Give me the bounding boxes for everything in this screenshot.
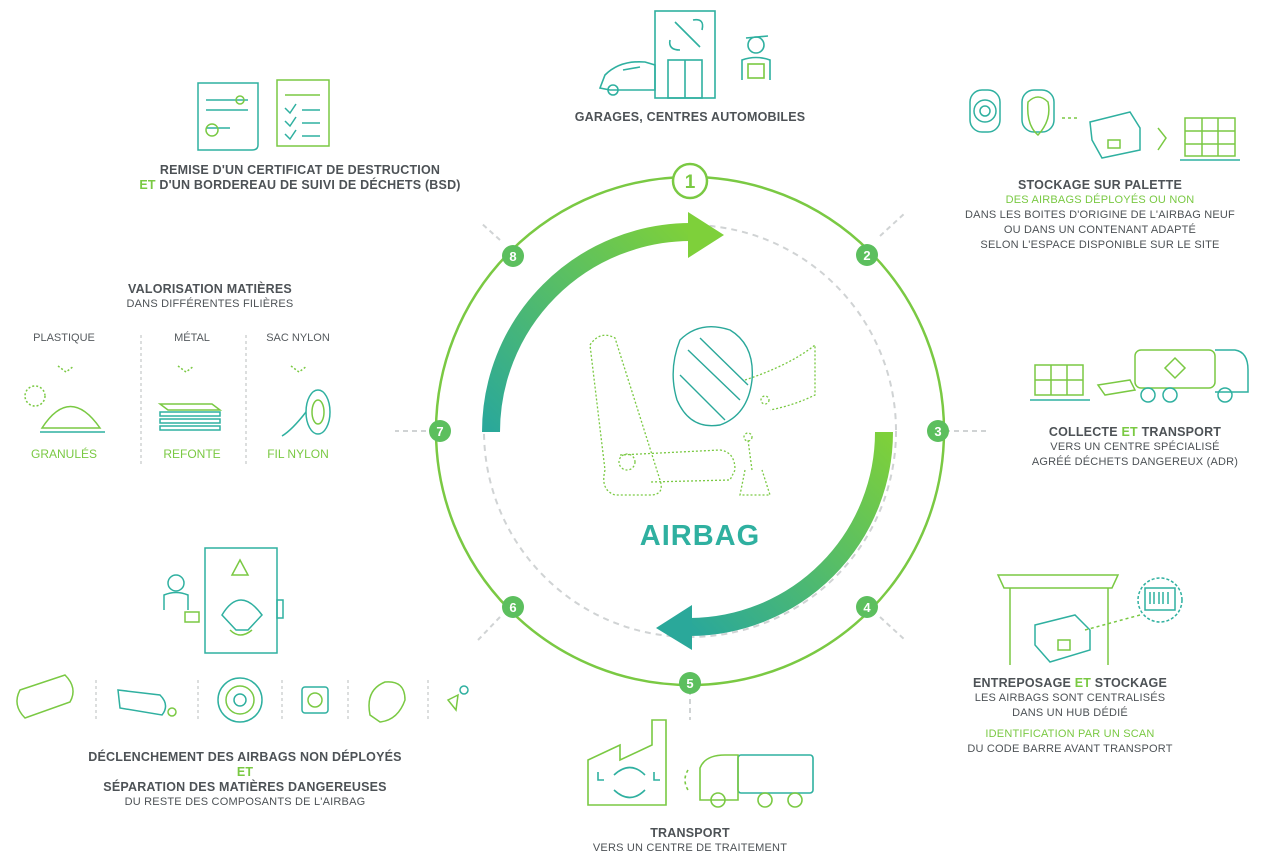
step-5-line: VERS UN CENTRE DE TRAITEMENT xyxy=(592,842,788,854)
step-4-number: 4 xyxy=(863,600,871,615)
step-7-number: 7 xyxy=(436,424,443,439)
material-metal-result: REFONTE xyxy=(163,447,221,461)
step-4-label: ENTREPOSAGE ET STOCKAGE LES AIRBAGS SONT… xyxy=(935,676,1205,757)
step-5-title: TRANSPORT xyxy=(650,826,730,840)
warehouse-icon xyxy=(996,574,1141,665)
step-1-number: 1 xyxy=(685,172,696,193)
step-3-badge xyxy=(927,420,949,442)
components-icon xyxy=(16,674,469,723)
step-3-title-a: COLLECTE xyxy=(1048,425,1118,439)
truck-icon-step5 xyxy=(684,754,814,808)
step-4-line-after: DU CODE BARRE AVANT TRANSPORT xyxy=(967,743,1173,755)
step-4-title-b: STOCKAGE xyxy=(1094,676,1168,690)
step-2-line-1: DANS LES BOITES D'ORIGINE DE L'AIRBAG NE… xyxy=(965,209,1235,221)
step-5-number: 5 xyxy=(686,676,693,691)
step-7-line: DANS DIFFÉRENTES FILIÈRES xyxy=(126,298,294,310)
material-plastique-result: GRANULÉS xyxy=(30,447,98,461)
step-8-badge xyxy=(502,245,524,267)
step-7-title: VALORISATION MATIÈRES xyxy=(128,282,292,296)
step-7-badge xyxy=(429,420,451,442)
step-2-title: STOCKAGE SUR PALETTE xyxy=(1018,178,1182,192)
arrow-top-arc xyxy=(482,223,691,433)
step-1-label: GARAGES, CENTRES AUTOMOBILES xyxy=(530,110,850,125)
arrow-bottom-head xyxy=(656,605,692,650)
step-3-line-1: VERS UN CENTRE SPÉCIALISÉ xyxy=(1050,441,1220,453)
step-6-badge xyxy=(502,596,524,618)
factory-icon xyxy=(587,719,667,806)
material-nylon-result: FIL NYLON xyxy=(267,447,329,461)
step-6-number: 6 xyxy=(509,600,516,615)
step-4-highlight: IDENTIFICATION PAR UN SCAN xyxy=(985,728,1155,740)
step-6-title: DÉCLENCHEMENT DES AIRBAGS NON DÉPLOYÉS xyxy=(88,750,402,764)
step-1-badge xyxy=(671,162,709,200)
detonation-icon xyxy=(163,547,284,654)
metal-sheets-icon xyxy=(157,403,223,431)
step-3-label: COLLECTE ET TRANSPORT VERS UN CENTRE SPÉ… xyxy=(1000,425,1270,470)
garage-icon xyxy=(654,10,716,99)
step-4-badge xyxy=(856,596,878,618)
step-8-title-1: REMISE D'UN CERTIFICAT DE DESTRUCTION xyxy=(159,163,441,177)
step-3-number: 3 xyxy=(934,424,941,439)
step-3-line-2: AGRÉÉ DÉCHETS DANGEREUX (ADR) xyxy=(1031,456,1239,468)
step-2-line-3: SELON L'ESPACE DISPONIBLE SUR LE SITE xyxy=(980,239,1220,251)
nylon-spool-icon xyxy=(281,389,331,437)
step-4-title-et: ET xyxy=(1074,676,1092,690)
arrow-bottom-arc xyxy=(689,431,893,636)
material-nylon-source: SAC NYLON xyxy=(266,332,330,344)
certificate-icon xyxy=(197,82,259,151)
airbag-center-icon xyxy=(672,326,754,427)
step-5-label: TRANSPORT VERS UN CENTRE DE TRAITEMENT xyxy=(560,826,820,856)
step-badges: 1 2 3 4 5 6 7 8 xyxy=(429,162,949,694)
step-8-et: ET xyxy=(139,178,156,192)
step-3-title-b: TRANSPORT xyxy=(1141,425,1222,439)
step-2-label: STOCKAGE SUR PALETTE DES AIRBAGS DÉPLOYÉ… xyxy=(930,178,1270,253)
center-title: AIRBAG xyxy=(639,520,761,552)
step-3-title-et: ET xyxy=(1121,425,1138,439)
step-8-title-2: D'UN BORDEREAU DE SUIVI DE DÉCHETS (BSD) xyxy=(159,178,461,192)
step-4-line-1: LES AIRBAGS SONT CENTRALISÉS xyxy=(974,692,1166,704)
car-seat-icon xyxy=(589,334,816,496)
step-8-number: 8 xyxy=(509,249,516,264)
arrow-top-head xyxy=(688,212,724,258)
step-4-title-a: ENTREPOSAGE xyxy=(972,676,1072,690)
step-8-label: REMISE D'UN CERTIFICAT DE DESTRUCTION ET… xyxy=(80,163,520,193)
connector-ticks xyxy=(395,212,990,720)
step-2-highlight: DES AIRBAGS DÉPLOYÉS OU NON xyxy=(1005,194,1195,206)
truck-icon xyxy=(1030,349,1249,403)
step-2-line-2: OU DANS UN CONTENANT ADAPTÉ xyxy=(1003,224,1197,236)
step-1-title: GARAGES, CENTRES AUTOMOBILES xyxy=(574,110,806,124)
step-6-label: DÉCLENCHEMENT DES AIRBAGS NON DÉPLOYÉS E… xyxy=(20,750,470,810)
airbag-pallet-icon xyxy=(969,89,1240,161)
granules-icon xyxy=(24,385,105,433)
step-2-number: 2 xyxy=(863,248,870,263)
step-7-label: VALORISATION MATIÈRES DANS DIFFÉRENTES F… xyxy=(60,282,360,312)
barcode-icon xyxy=(1137,577,1183,623)
step-5-badge xyxy=(679,672,701,694)
step-6-title-2: SÉPARATION DES MATIÈRES DANGEREUSES xyxy=(103,780,387,794)
step-2-badge xyxy=(856,244,878,266)
material-plastique-source: PLASTIQUE xyxy=(33,332,95,344)
material-icons xyxy=(24,335,331,465)
step-6-line: DU RESTE DES COMPOSANTS DE L'AIRBAG xyxy=(124,796,366,808)
mechanic-icon xyxy=(741,35,771,80)
checklist-icon xyxy=(276,79,330,147)
step-4-line-2: DANS UN HUB DÉDIÉ xyxy=(1012,707,1128,719)
step-6-et: ET xyxy=(236,765,254,779)
car-icon xyxy=(598,60,656,96)
material-metal-source: MÉTAL xyxy=(174,332,210,344)
